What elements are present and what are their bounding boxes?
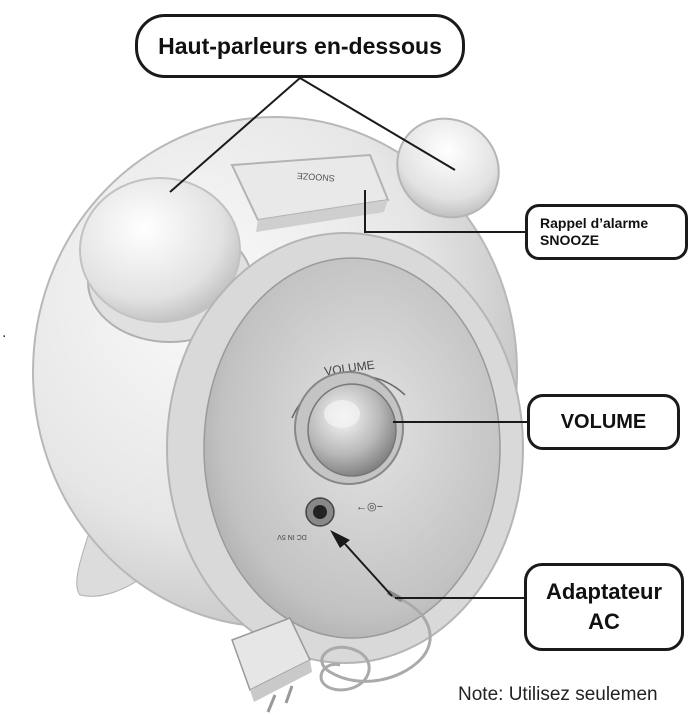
stray-dot: .: [2, 324, 7, 341]
adapter-label-line2: AC: [588, 609, 620, 634]
adapter-callout: Adaptateur AC: [524, 563, 684, 651]
ac-adapter: [231, 617, 312, 713]
snooze-callout: Rappel d’alarme SNOOZE: [525, 204, 688, 260]
dc-jack-text: DC IN 5V: [277, 533, 307, 540]
speakers-callout: Haut-parleurs en-dessous: [135, 14, 465, 78]
volume-callout: VOLUME: [527, 394, 680, 450]
adapter-label-line1: Adaptateur: [545, 579, 663, 604]
snooze-label-line2: SNOOZE: [540, 232, 600, 248]
dc-jack: DC IN 5V ←◎−: [277, 497, 383, 540]
snooze-label-line1: Rappel d’alarme: [540, 215, 649, 231]
volume-label: VOLUME: [560, 410, 647, 433]
snooze-bar-text: SNOOZE: [296, 171, 335, 184]
snooze-bar: [230, 153, 390, 232]
adapter-arrowhead: [330, 530, 350, 548]
speakers-label: Haut-parleurs en-dessous: [158, 32, 442, 59]
usage-note: Note: Utilisez seulemen: [458, 684, 658, 705]
svg-text:←◎−: ←◎−: [356, 501, 383, 513]
right-speaker-dome: [396, 117, 500, 219]
volume-knob: [294, 371, 404, 485]
callout-lines: [169, 77, 527, 599]
adapter-cable: [319, 595, 432, 692]
